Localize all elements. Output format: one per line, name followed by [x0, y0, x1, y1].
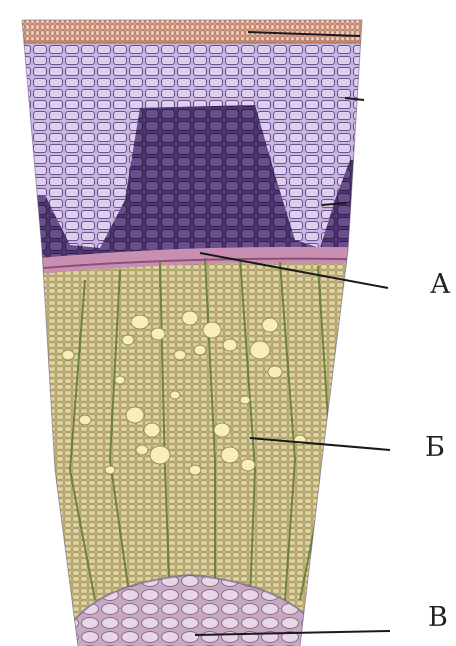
label-a: А [430, 271, 450, 298]
label-v: В [428, 604, 448, 631]
label-b: Б [425, 434, 445, 461]
